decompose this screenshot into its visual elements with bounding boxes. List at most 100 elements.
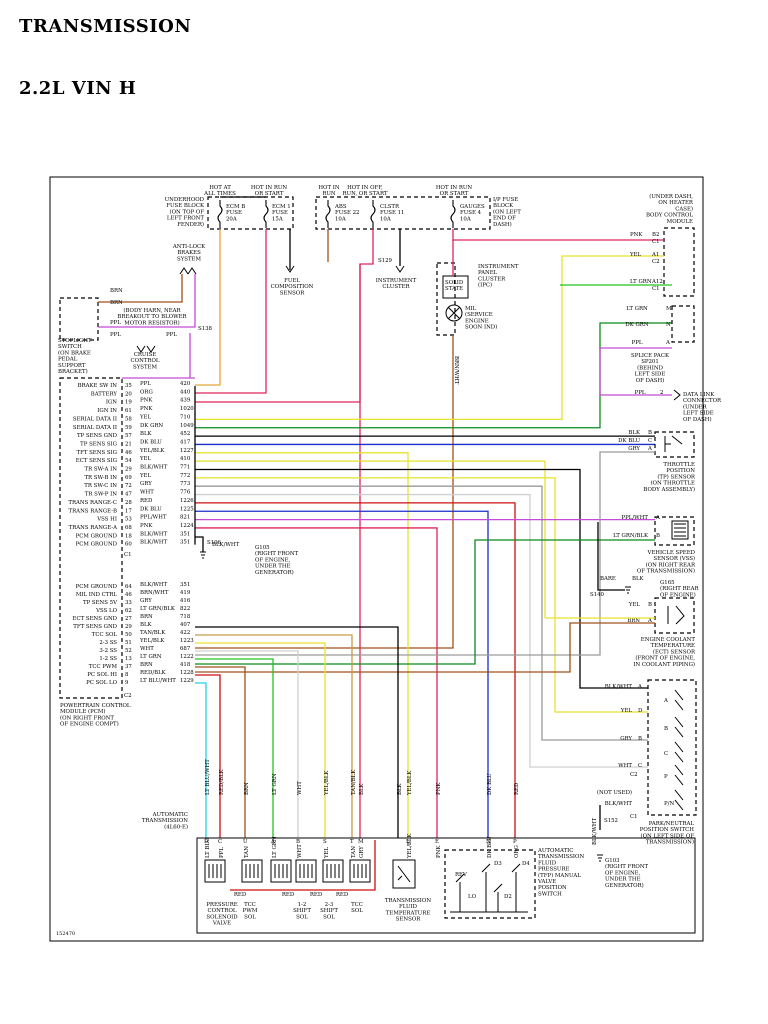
pcm-pin-circuit-upper-14: 1226 — [180, 498, 194, 504]
pcm-pin-name-upper-15: TRANS RANGE-B — [69, 508, 118, 514]
pcm-pin-circuit-upper-18: 351 — [180, 531, 190, 537]
pcm-pin-circuit-upper-3: 1020 — [180, 406, 194, 412]
pcm-pin-circuit-lower-11: 1228 — [180, 670, 194, 676]
pcm-pin-wire-upper-5: DK GRN — [140, 423, 163, 429]
instrument-panel-cluster — [436, 262, 456, 336]
pcm-pin-circuit-upper-11: 772 — [180, 473, 190, 479]
wire-pnk-range-a — [195, 527, 438, 838]
pcm-pin-num-lower-8: 52 — [125, 648, 132, 654]
label-d3: D3 — [494, 861, 502, 867]
pcm-pin-num-upper-0: 35 — [125, 383, 132, 389]
label-brn-2: BRN — [110, 300, 123, 306]
bcm-conn-2: C1 — [652, 286, 660, 292]
trans-wire-label-11: YEL/BLK — [407, 770, 413, 796]
fuse-gauges — [450, 200, 456, 228]
pcm-pin-num-lower-7: 51 — [125, 640, 132, 646]
label-ppl: PPL — [110, 320, 121, 326]
ect-pin-0: B — [648, 602, 652, 608]
pcm-pin-name-upper-3: IGN IN — [97, 408, 117, 414]
ect-sensor-icon — [667, 605, 685, 625]
pn-wire-4: (NOT USED) — [597, 789, 632, 796]
splice-s140: S140 — [590, 592, 605, 598]
abs-connector — [179, 267, 197, 275]
solenoid-1 — [241, 859, 263, 883]
automatic-transmission-box — [196, 837, 696, 934]
pcm-pin-name-upper-7: TP SENS SIG — [80, 441, 117, 447]
pcm-pin-name-upper-0: BRAKE SW IN — [78, 383, 118, 389]
pcm-pin-num-lower-2: 33 — [125, 600, 132, 606]
wire-ppl-dlc — [599, 348, 672, 396]
solenoid-2 — [270, 859, 292, 883]
bcm-wire-2: LT GRN — [630, 279, 652, 285]
trans-pin-8: E — [435, 839, 439, 845]
pcm-pin-num-upper-4: 58 — [125, 416, 132, 422]
pcm-pin-name-upper-19: PCM GROUND — [76, 542, 118, 548]
pcm-pin-circuit-lower-5: 407 — [180, 622, 191, 628]
splice-pin-1: N — [666, 322, 671, 328]
wire-pnk-ign — [195, 229, 267, 394]
tp-wire-0: BLK — [628, 430, 641, 436]
solenoid-coil-2 — [274, 864, 288, 878]
pn-pin-3: C — [638, 763, 642, 769]
splice-pack-sp201 — [671, 305, 695, 343]
pcm-pin-num-lower-1: 46 — [125, 592, 132, 598]
dlc-connector — [673, 389, 681, 401]
fuse-abs — [325, 200, 331, 228]
pn-wire-1: YEL — [620, 708, 632, 714]
trans-wire-lower-5: YEL — [324, 847, 330, 859]
trans-pin-11: L — [406, 839, 410, 845]
wire-pnk-ign-in — [195, 264, 361, 403]
trans-pin-2: U — [243, 839, 248, 845]
trans-wire-label-8: PNK — [436, 782, 442, 795]
pcm-pin-wire-upper-0: PPL — [140, 381, 151, 387]
trans-wire-lower-10: ORG — [514, 845, 520, 858]
pcm-pin-name-upper-13: TR SW-P IN — [85, 492, 117, 498]
tfp-switch — [444, 849, 536, 919]
wire-ppl-stoplight — [98, 274, 196, 328]
wire-yel-blk-tft — [195, 452, 409, 838]
pcm-pin-num-upper-9: 54 — [125, 458, 132, 464]
label-red-1: RED — [234, 892, 247, 898]
pcm-pin-wire-lower-7: YEL/BLK — [139, 638, 165, 644]
tfp-contacts — [450, 872, 528, 913]
pcm-pin-num-lower-11: 8 — [125, 672, 129, 678]
pcm-pin-name-lower-12: PC SOL LO — [86, 680, 117, 686]
trans-pin-5: S — [323, 839, 327, 845]
wire-ltgrn-blk-vss-lo — [195, 539, 655, 665]
pn-position-1: B — [664, 726, 668, 732]
pcm-pin-circuit-upper-17: 1224 — [180, 523, 194, 529]
ect-wire-0: YEL — [628, 602, 640, 608]
pcm-pin-num-upper-3: 61 — [125, 408, 132, 414]
splice-pin-2: A — [665, 340, 670, 346]
pcm-pin-wire-upper-7: DK BLU — [140, 439, 162, 445]
pcm-pin-wire-upper-10: BLK/WHT — [140, 465, 168, 471]
ect-pin-1: A — [647, 618, 652, 624]
arrow-fuel — [285, 265, 295, 273]
pcm-pin-name-lower-11: PC SOL HI — [87, 672, 117, 678]
pn-conn-c2: C2 — [630, 772, 638, 778]
pcm-pin-wire-upper-6: BLK — [140, 431, 153, 437]
wire-wht-tr-p — [195, 493, 648, 768]
pcm-pin-num-lower-5: 29 — [125, 624, 132, 630]
pcm-pin-circuit-upper-6: 452 — [180, 431, 190, 437]
pcm-pin-wire-upper-13: WHT — [140, 490, 154, 496]
bcm-wire-0: PNK — [630, 232, 643, 238]
pcm-pin-name-lower-0: PCM GROUND — [76, 584, 118, 590]
fuse-ecm-1 — [263, 200, 269, 228]
pcm-pin-num-lower-10: 37 — [125, 664, 132, 670]
label-ppl-2: PPL — [110, 332, 121, 338]
pcm-pin-wire-upper-12: GRY — [140, 481, 152, 487]
bcm-pin-1: A1 — [651, 252, 659, 258]
pcm-pin-name-lower-7: 2-3 SS — [99, 640, 117, 646]
park-neutral-switch — [647, 679, 697, 816]
tfp-switch-blades — [455, 863, 521, 893]
pcm-pin-num-upper-15: 17 — [125, 508, 132, 514]
pcm-pin-wire-upper-8: YEL/BLK — [139, 448, 165, 454]
